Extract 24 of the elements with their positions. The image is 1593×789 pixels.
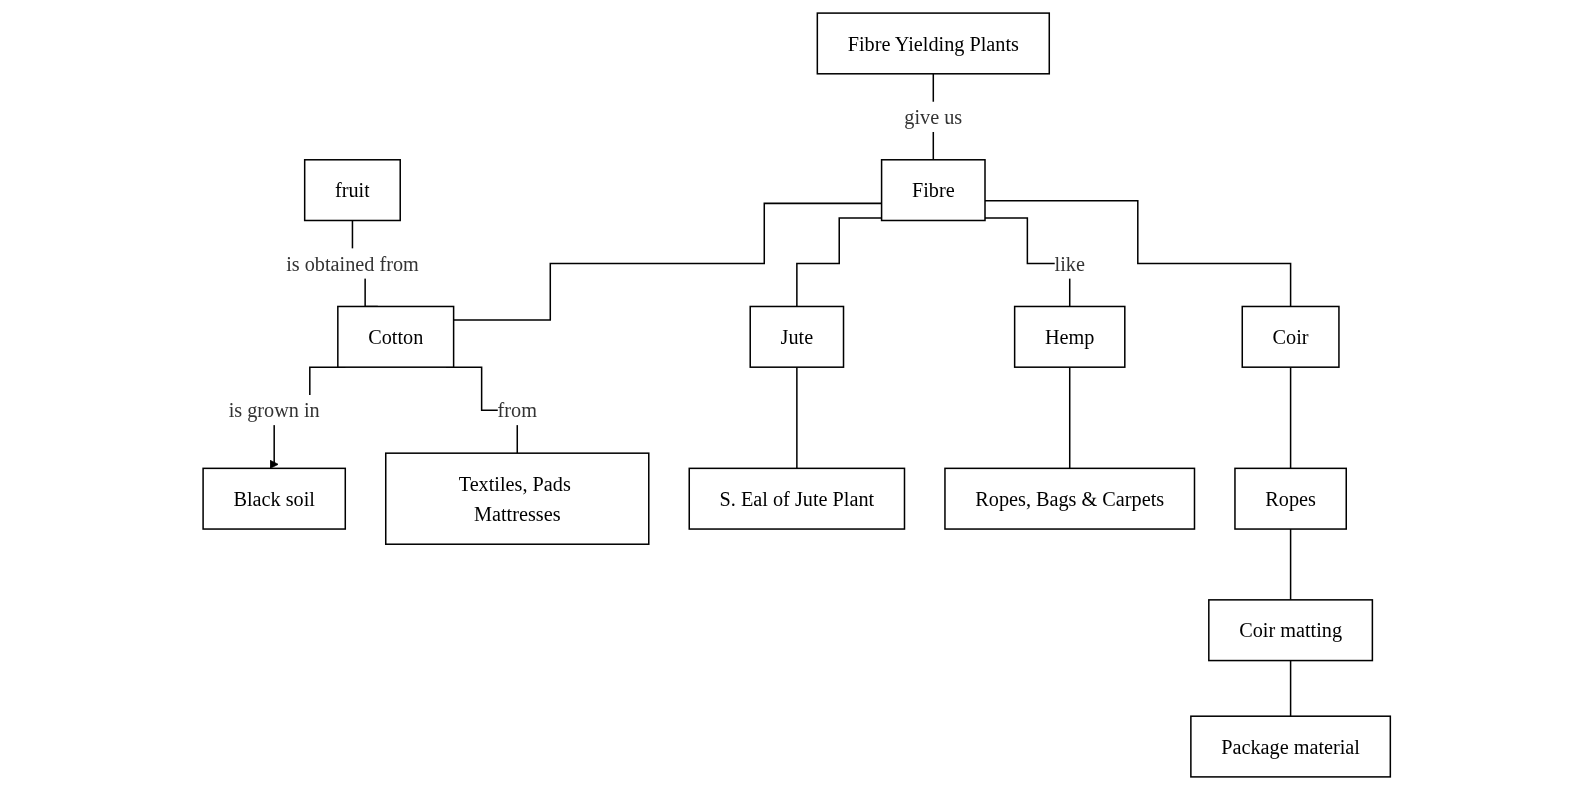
connector [795,365,798,469]
connector [1289,365,1292,469]
edge-label: is grown in [228,398,320,421]
node-box: Black soil [202,467,346,530]
node-box: Package material [1189,714,1391,778]
node-box: S. Eal of Jute Plant [688,467,906,530]
node-box: Ropes [1234,467,1347,530]
node-box: Coir matting [1207,598,1373,661]
node-box: Fibre Yielding Plants [816,11,1050,75]
node-box: fruit [303,158,401,221]
edge-label: like [1054,251,1085,275]
connector [1289,659,1292,717]
connector [1289,527,1292,601]
node-box: Jute [749,305,845,368]
edge-label: give us [904,105,963,128]
edge-label: is obtained from [285,251,419,275]
node-box: Hemp [1013,305,1126,368]
connector [1068,365,1071,469]
node-box: Textiles, Pads Mattresses [384,451,650,545]
node-box: Cotton [336,305,455,368]
node-box: Fibre [880,158,986,221]
node-box: Ropes, Bags & Carpets [944,467,1196,530]
node-box: Coir [1241,305,1340,368]
edge-label: from [497,398,537,421]
